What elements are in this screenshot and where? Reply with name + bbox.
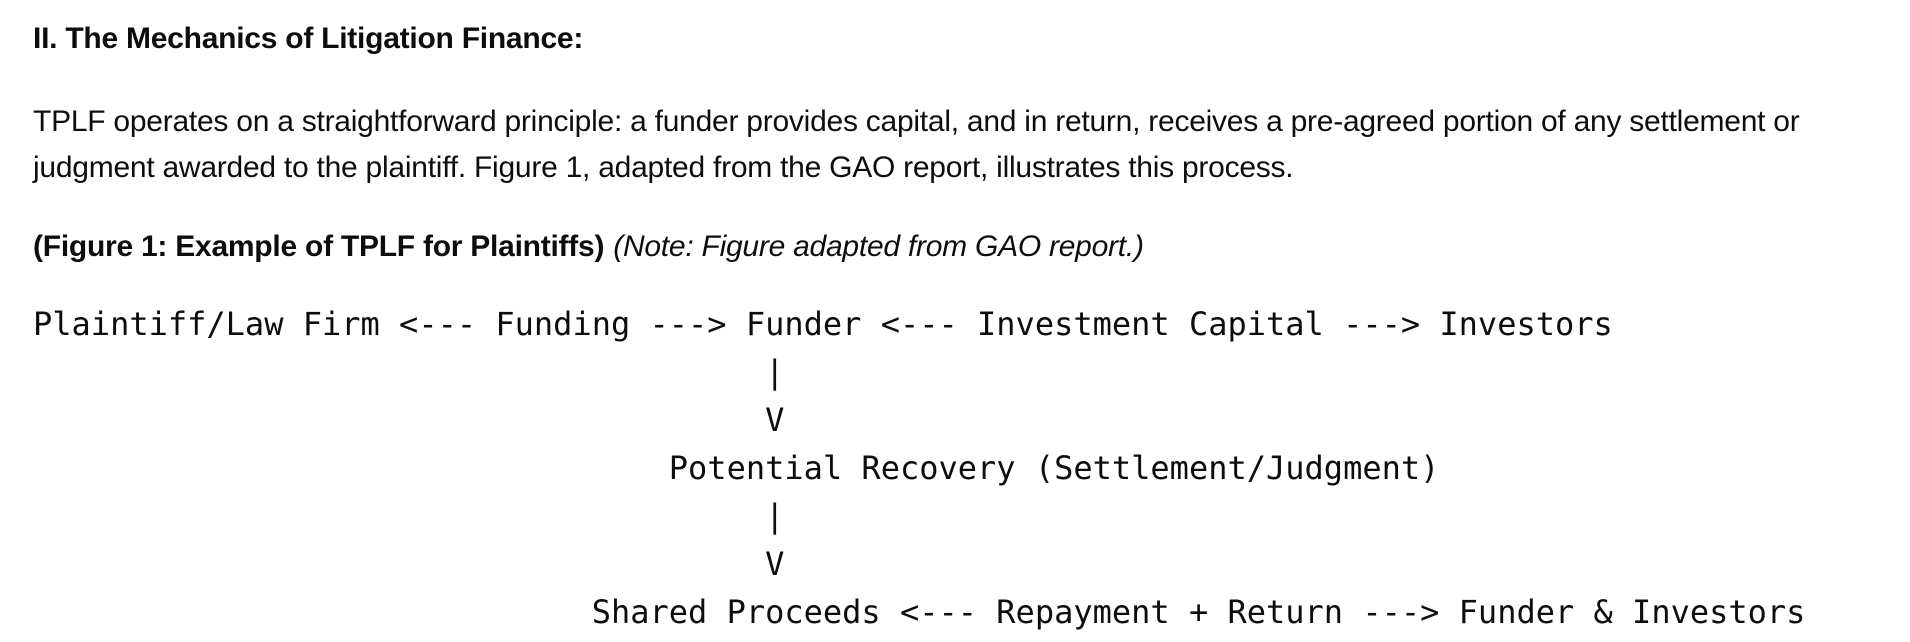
figure-caption-title: (Figure 1: Example of TPLF for Plaintiff… [33,230,605,263]
figure-caption: (Figure 1: Example of TPLF for Plaintiff… [33,224,1877,270]
body-paragraph: TPLF operates on a straightforward princ… [33,105,1800,184]
figure-caption-note: (Note: Figure adapted from GAO report.) [613,230,1144,263]
tplf-flow-ascii-diagram: Plaintiff/Law Firm <--- Funding ---> Fun… [33,305,1806,631]
section-heading: II. The Mechanics of Litigation Finance: [33,22,584,55]
